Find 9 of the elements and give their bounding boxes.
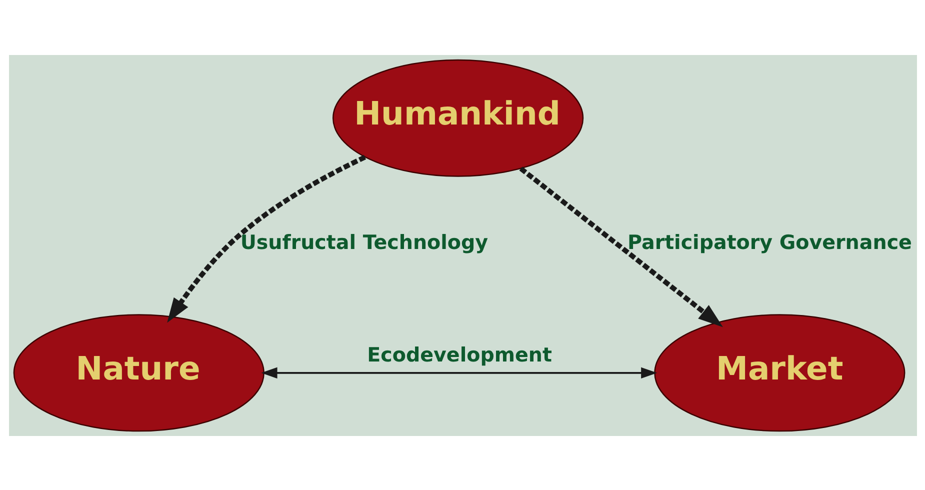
node-ellipse: Nature bbox=[12, 314, 264, 432]
arrow bbox=[260, 366, 657, 378]
arrow bbox=[166, 154, 366, 322]
edge-label: Usufructal Technology bbox=[240, 230, 488, 254]
node-ellipse: Humankind bbox=[332, 58, 584, 176]
edge-label: Participatory Governance bbox=[627, 230, 912, 254]
arrow bbox=[518, 166, 722, 327]
node-ellipse: Market bbox=[654, 314, 905, 432]
edge-label: Ecodevelopment bbox=[366, 343, 552, 366]
